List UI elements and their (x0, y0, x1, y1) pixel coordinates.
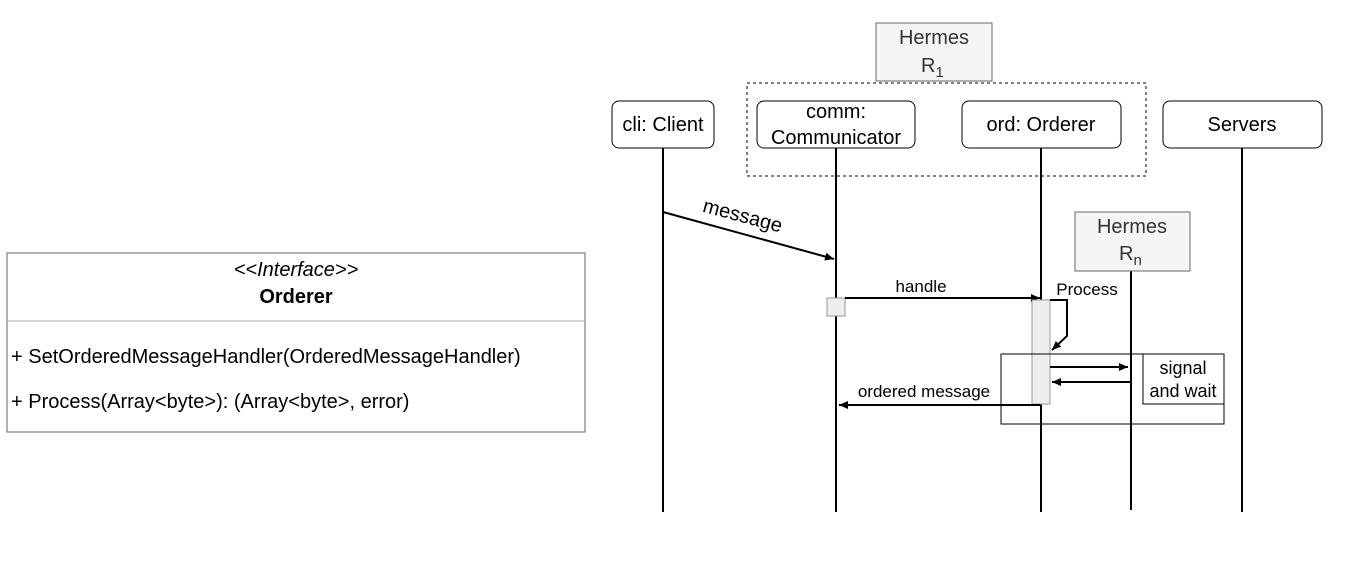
participant-orderer: ord: Orderer (961, 100, 1122, 149)
hermes-r1-dashed-boundary (746, 82, 1147, 177)
signal-and-wait-fragment: signal and wait (1000, 353, 1225, 425)
client-box (611, 100, 715, 149)
hermes-rn-subscript-base: R (1119, 243, 1133, 265)
fragment-label-line2: and wait (1149, 381, 1216, 401)
hermes-rn-subscript: n (1133, 252, 1141, 269)
orderer-activation-bar (1031, 299, 1051, 405)
communicator-label-line1: comm: (806, 101, 866, 123)
hermes-r1-subscript: 1 (935, 64, 943, 81)
participant-client: cli: Client (611, 100, 715, 149)
message-arrow-ordered-message: ordered message (839, 382, 1040, 409)
hermes-r1-subscript-label: R1 (921, 55, 944, 81)
communicator-label-line2: Communicator (771, 127, 901, 149)
handle-label: handle (895, 277, 946, 296)
communicator-box (756, 100, 916, 149)
message-arrow-handle: handle (845, 277, 1040, 302)
servers-label: Servers (1208, 114, 1277, 136)
hermes-rn-label-box (1074, 211, 1191, 272)
hermes-rn-title: Hermes (1097, 216, 1167, 238)
servers-box (1162, 100, 1323, 149)
process-arrow-path (1050, 299, 1068, 351)
interface-method: + SetOrderedMessageHandler(OrderedMessag… (11, 346, 521, 368)
interface-name: Orderer (259, 286, 333, 308)
client-label: cli: Client (622, 114, 704, 136)
hermes-r1-title: Hermes (899, 27, 969, 49)
interface-method: + Process(Array<byte>): (Array<byte>, er… (11, 391, 409, 413)
orderer-label: ord: Orderer (987, 114, 1096, 136)
self-call-process: Process (1050, 280, 1118, 351)
orderer-box (961, 100, 1122, 149)
hermes-r1-group: Hermes R1 (746, 22, 1147, 177)
hermes-rn-subscript-label: Rn (1119, 243, 1142, 269)
participant-servers: Servers (1162, 100, 1323, 149)
hermes-r1-subscript-base: R (921, 55, 935, 77)
message-arrow-message: message (662, 195, 835, 261)
hermes-r1-label-box (875, 22, 993, 82)
lifelines (662, 148, 1243, 512)
ordered-message-label: ordered message (858, 382, 990, 401)
interface-class-box: <<Interface>> Orderer + SetOrderedMessag… (6, 252, 586, 433)
interface-stereotype: <<Interface>> (234, 259, 359, 281)
interface-box-border (6, 252, 586, 433)
message-label: message (701, 195, 785, 237)
process-label: Process (1056, 280, 1117, 299)
fragment-label-box (1142, 353, 1225, 405)
hermes-rn-group: Hermes Rn (1074, 211, 1191, 272)
participant-communicator: comm: Communicator (756, 100, 916, 149)
fragment-label-line1: signal (1159, 358, 1206, 378)
communicator-activation-square (826, 297, 846, 317)
message-arrow-line (662, 211, 835, 261)
